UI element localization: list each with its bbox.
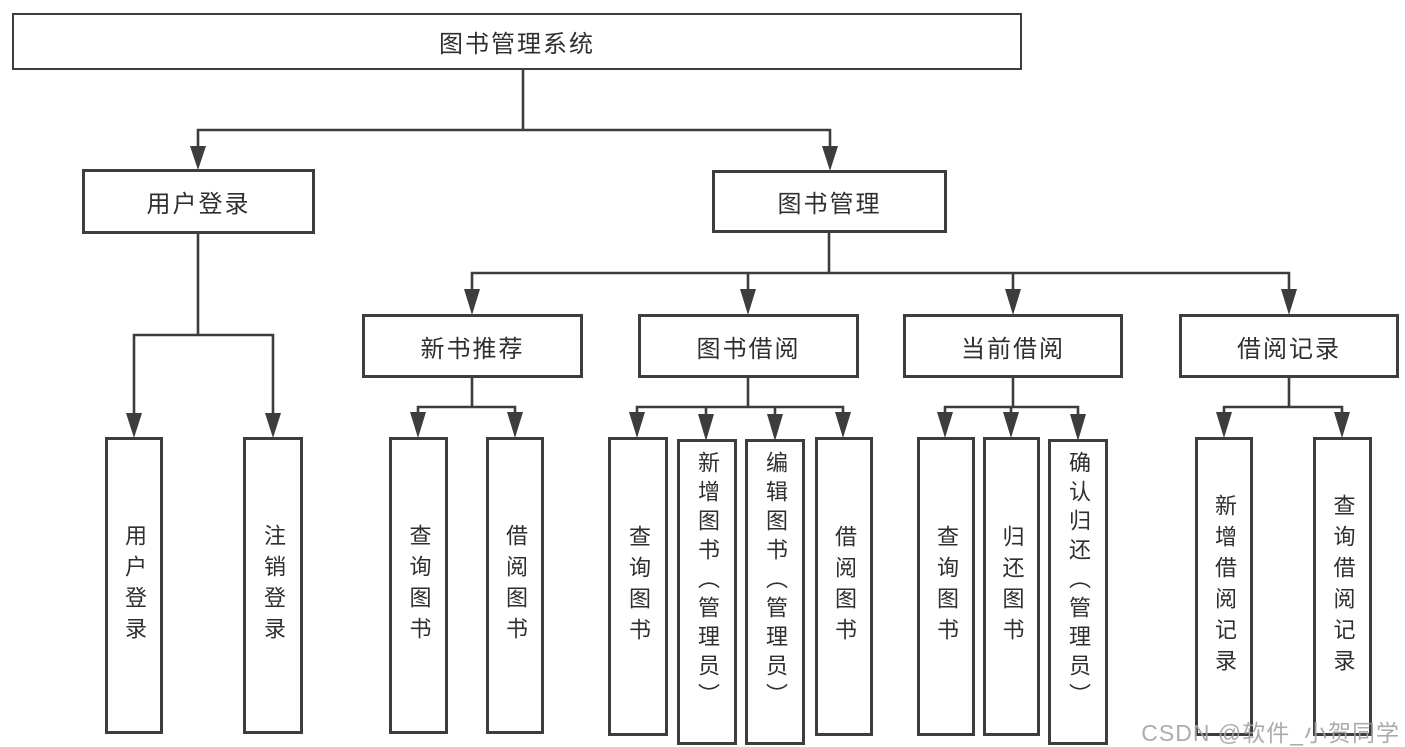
node-new-book-recommend: 新书推荐 <box>362 314 583 378</box>
leaf-query-book-1-label: 查询图书 <box>406 523 432 648</box>
leaf-borrow-book-2-label: 借阅图书 <box>832 524 857 649</box>
leaf-add-book-admin: 新增图书（管理员） <box>677 439 737 745</box>
leaf-user-login: 用户登录 <box>105 437 163 734</box>
leaf-query-book-3-label: 查询图书 <box>934 524 959 649</box>
leaf-user-login-label: 用户登录 <box>122 523 147 648</box>
leaf-query-book-2-label: 查询图书 <box>626 524 651 649</box>
node-book-management-label: 图书管理 <box>777 191 882 218</box>
leaf-edit-book-admin-label: 编辑图书（管理员） <box>763 451 788 712</box>
leaf-add-borrow-record-label: 新增借阅记录 <box>1212 493 1237 680</box>
leaf-borrow-book-2: 借阅图书 <box>815 437 873 736</box>
node-user-login-label: 用户登录 <box>146 191 251 218</box>
leaf-return-book: 归还图书 <box>983 437 1040 736</box>
leaf-query-book-1: 查询图书 <box>389 437 448 734</box>
leaf-query-book-2: 查询图书 <box>608 437 668 736</box>
leaf-edit-book-admin: 编辑图书（管理员） <box>745 439 805 745</box>
leaf-confirm-return-admin: 确认归还（管理员） <box>1048 439 1108 745</box>
csdn-watermark: CSDN @软件_小贺同学 <box>1141 720 1400 746</box>
leaf-query-book-3: 查询图书 <box>917 437 975 736</box>
leaf-add-book-admin-label: 新增图书（管理员） <box>695 451 720 712</box>
node-new-book-recommend-label: 新书推荐 <box>420 335 525 363</box>
node-user-login: 用户登录 <box>82 169 315 234</box>
leaf-query-borrow-record-label: 查询借阅记录 <box>1330 493 1356 680</box>
leaf-query-borrow-record: 查询借阅记录 <box>1313 437 1372 736</box>
node-current-borrow: 当前借阅 <box>903 314 1123 378</box>
leaf-logout-label: 注销登录 <box>261 523 286 648</box>
leaf-borrow-book-1: 借阅图书 <box>486 437 544 734</box>
node-book-management: 图书管理 <box>712 170 947 233</box>
leaf-return-book-label: 归还图书 <box>999 524 1025 649</box>
node-current-borrow-label: 当前借阅 <box>961 335 1065 363</box>
node-borrow-record: 借阅记录 <box>1179 314 1399 378</box>
node-root-label: 图书管理系统 <box>439 31 595 58</box>
node-borrow-record-label: 借阅记录 <box>1237 335 1341 363</box>
leaf-borrow-book-1-label: 借阅图书 <box>503 523 528 648</box>
node-book-borrow-label: 图书借阅 <box>696 335 801 363</box>
leaf-add-borrow-record: 新增借阅记录 <box>1195 437 1253 736</box>
leaf-logout: 注销登录 <box>243 437 303 734</box>
node-root: 图书管理系统 <box>12 13 1022 70</box>
leaf-confirm-return-admin-label: 确认归还（管理员） <box>1066 451 1091 712</box>
node-book-borrow: 图书借阅 <box>638 314 859 378</box>
